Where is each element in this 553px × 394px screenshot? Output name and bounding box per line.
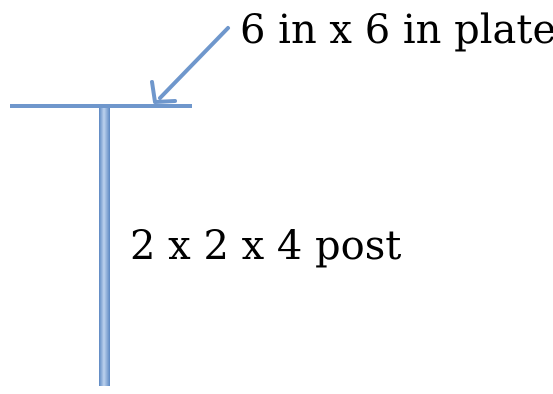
arrow-icon [150, 26, 230, 104]
post-label: 2 x 2 x 4 post [130, 223, 402, 269]
plate-bar [10, 104, 192, 108]
plate-label: 6 in x 6 in plate [240, 7, 553, 53]
post-bar [99, 108, 110, 386]
